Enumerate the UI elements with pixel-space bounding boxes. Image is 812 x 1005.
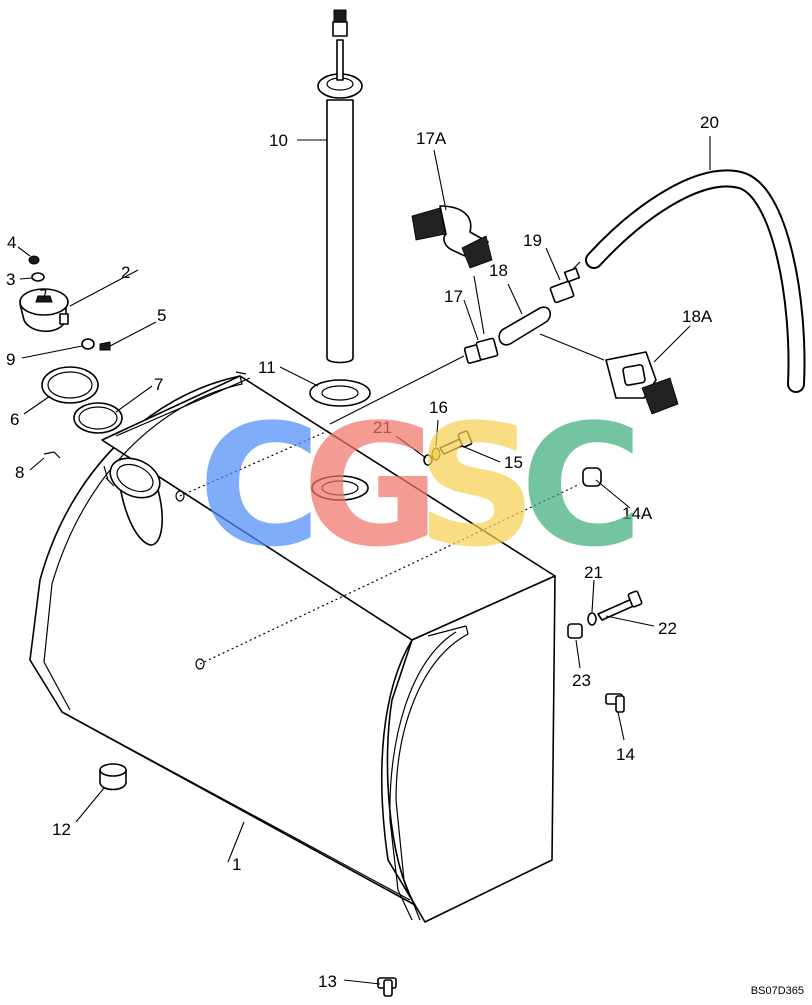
watermark-letter-2: G [302, 388, 440, 584]
gasket [309, 379, 371, 407]
callout-16: 16 [429, 398, 448, 417]
adapter [463, 337, 499, 364]
bottom-elbow [377, 977, 397, 997]
watermark-letter-3: S [416, 388, 537, 584]
callout-12: 12 [52, 820, 71, 839]
callout-5: 5 [157, 306, 166, 325]
callout-2: 2 [121, 263, 130, 282]
bolt-assembly-2 [567, 590, 643, 639]
callout-17: 17 [444, 287, 463, 306]
drain-elbow [605, 693, 625, 713]
callout-14a: 14A [622, 504, 653, 523]
callout-3: 3 [6, 270, 15, 289]
callout-18a: 18A [682, 307, 713, 326]
filler-neck [103, 457, 163, 546]
watermark: C G S C [198, 388, 643, 584]
washer [31, 272, 45, 282]
drawing-code: BS07D365 [751, 985, 804, 997]
callout-11: 11 [258, 358, 276, 377]
elbow-fitting [411, 205, 493, 269]
callout-23: 23 [572, 671, 591, 690]
callout-21-upper: 21 [373, 418, 392, 437]
callout-13: 13 [318, 972, 337, 991]
nut [28, 255, 40, 265]
screw [99, 341, 111, 351]
watermark-letter-1: C [198, 388, 321, 584]
callout-21-lower: 21 [584, 563, 603, 582]
fuel-tank [29, 371, 556, 923]
sender-tube [317, 9, 363, 364]
callout-15: 15 [504, 453, 523, 472]
fuel-cap [19, 288, 69, 333]
callout-9: 9 [6, 350, 15, 369]
plug [99, 763, 127, 791]
pin [43, 451, 61, 459]
valve [549, 261, 581, 304]
callout-17a: 17A [416, 129, 447, 148]
callout-labels: 1 2 3 4 5 6 7 8 9 10 11 12 13 14 14A 15 … [6, 113, 719, 991]
callout-20: 20 [700, 113, 719, 132]
short-hose [498, 306, 552, 346]
seal-ring [41, 366, 99, 404]
callout-4: 4 [7, 233, 16, 252]
callout-8: 8 [15, 463, 24, 482]
retaining-ring [73, 402, 123, 434]
bolt-assembly [423, 430, 473, 466]
elbow-fitting-2 [605, 351, 679, 415]
callout-22: 22 [658, 619, 677, 638]
bushing [582, 467, 602, 487]
watermark-letter-4: C [520, 388, 643, 584]
callout-7: 7 [154, 375, 163, 394]
callout-10: 10 [269, 131, 288, 150]
callout-1: 1 [232, 855, 241, 874]
callout-6: 6 [10, 410, 19, 429]
callout-14: 14 [616, 745, 635, 764]
callout-19: 19 [523, 231, 542, 250]
grommet [81, 338, 95, 350]
callout-18: 18 [489, 261, 508, 280]
